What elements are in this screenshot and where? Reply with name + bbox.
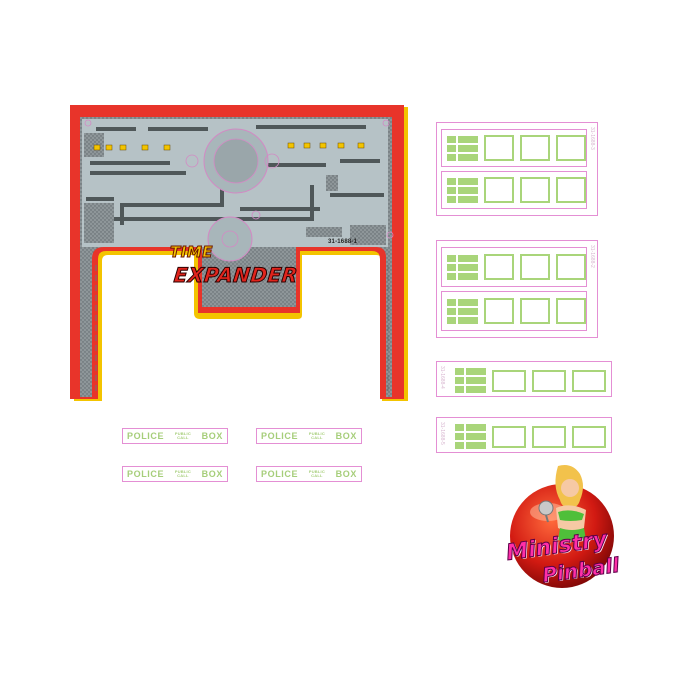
public-word: PUBLIC bbox=[174, 431, 191, 436]
box-word: BOX bbox=[201, 469, 223, 479]
police-box-label: POLICE PUBLIC CALL BOX bbox=[256, 466, 362, 482]
light-window bbox=[556, 254, 586, 280]
logo-artwork bbox=[510, 465, 614, 588]
call-word: CALL bbox=[311, 473, 323, 478]
light-window bbox=[484, 298, 514, 324]
lightbox-card-single: 31-1688-4 bbox=[436, 361, 612, 397]
light-window bbox=[556, 298, 586, 324]
light-window bbox=[520, 135, 550, 161]
decal-title-expander: EXPANDER bbox=[172, 263, 300, 288]
police-word: POLICE bbox=[127, 431, 165, 441]
light-window bbox=[492, 425, 526, 448]
lightbox-card-single: 31-1688-5 bbox=[436, 417, 612, 453]
public-call-text: PUBLIC CALL bbox=[309, 470, 325, 478]
indicator-grid-icon bbox=[455, 368, 486, 393]
light-window bbox=[520, 298, 550, 324]
light-window bbox=[532, 425, 566, 448]
light-window bbox=[556, 135, 586, 161]
light-window bbox=[572, 425, 606, 448]
box-word: BOX bbox=[335, 431, 357, 441]
decal-title-time: TIME bbox=[170, 243, 214, 262]
public-word: PUBLIC bbox=[174, 469, 191, 474]
light-window bbox=[572, 369, 606, 392]
lightbox-panel bbox=[441, 291, 587, 331]
police-word: POLICE bbox=[127, 469, 165, 479]
time-expander-decal: 31-1688-1 TIME EXPANDER bbox=[70, 105, 408, 403]
decal-artwork bbox=[70, 105, 408, 401]
public-call-text: PUBLIC CALL bbox=[175, 432, 191, 440]
indicator-grid-icon bbox=[447, 135, 478, 161]
lightbox-panel bbox=[441, 129, 587, 167]
police-word: POLICE bbox=[261, 431, 299, 441]
light-window bbox=[484, 254, 514, 280]
indicator-grid-icon bbox=[447, 177, 478, 203]
box-word: BOX bbox=[335, 469, 357, 479]
indicator-grid-icon bbox=[455, 424, 486, 449]
card-part-code: 31-1688-5 bbox=[439, 422, 445, 445]
light-window bbox=[484, 177, 514, 203]
police-box-label: POLICE PUBLIC CALL BOX bbox=[122, 428, 228, 444]
police-word: POLICE bbox=[261, 469, 299, 479]
police-box-label: POLICE PUBLIC CALL BOX bbox=[122, 466, 228, 482]
light-window bbox=[556, 177, 586, 203]
ministry-of-pinball-logo: Ministry Pinball bbox=[500, 460, 640, 590]
lightbox-panel bbox=[441, 171, 587, 209]
lightbox-card-double: 31-1688-3 bbox=[436, 122, 598, 216]
light-window bbox=[520, 254, 550, 280]
public-word: PUBLIC bbox=[308, 431, 325, 436]
light-window bbox=[492, 369, 526, 392]
light-window bbox=[484, 135, 514, 161]
public-word: PUBLIC bbox=[308, 469, 325, 474]
call-word: CALL bbox=[311, 435, 323, 440]
call-word: CALL bbox=[177, 473, 189, 478]
light-window bbox=[520, 177, 550, 203]
card-part-code: 31-1688-4 bbox=[439, 366, 445, 389]
police-box-label: POLICE PUBLIC CALL BOX bbox=[256, 428, 362, 444]
lightbox-card-double: 31-1688-2 bbox=[436, 240, 598, 338]
light-window bbox=[532, 369, 566, 392]
box-word: BOX bbox=[201, 431, 223, 441]
lightbox-panel bbox=[441, 247, 587, 287]
indicator-grid-icon bbox=[447, 298, 478, 324]
call-word: CALL bbox=[177, 435, 189, 440]
decal-part-number: 31-1688-1 bbox=[328, 239, 358, 245]
public-call-text: PUBLIC CALL bbox=[175, 470, 191, 478]
card-part-code: 31-1688-2 bbox=[589, 245, 595, 268]
public-call-text: PUBLIC CALL bbox=[309, 432, 325, 440]
indicator-grid-icon bbox=[447, 254, 478, 280]
card-part-code: 31-1688-3 bbox=[589, 127, 595, 150]
